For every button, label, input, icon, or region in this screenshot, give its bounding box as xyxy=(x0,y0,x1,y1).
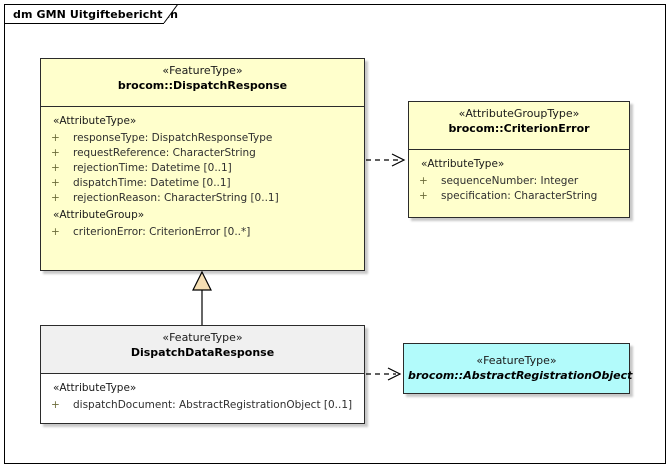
attribute-group-label: «AttributeGroup» xyxy=(53,209,145,221)
attribute-text: requestReference: CharacterString xyxy=(73,147,256,159)
title-tab-slant-icon xyxy=(163,4,179,24)
attribute-text: rejectionReason: CharacterString [0..1] xyxy=(73,192,279,204)
attribute-text: rejectionTime: Datetime [0..1] xyxy=(73,162,232,174)
attribute-visibility: + xyxy=(51,147,60,159)
attribute-row: + sequenceNumber: Integer xyxy=(409,174,629,189)
class-stereotype: «FeatureType» xyxy=(476,354,557,367)
attribute-visibility: + xyxy=(419,175,428,187)
attribute-group-label: «AttributeType» xyxy=(421,158,505,170)
attribute-row: + criterionError: CriterionError [0..*] xyxy=(41,225,364,240)
class-header-abstract-registration-object: «FeatureType» brocom::AbstractRegistrati… xyxy=(404,344,633,393)
diagram-title-label: dm GMN Uitgifteberichten xyxy=(13,7,179,21)
attribute-text: dispatchDocument: AbstractRegistrationOb… xyxy=(73,399,353,411)
attribute-text: criterionError: CriterionError [0..*] xyxy=(73,226,251,238)
attribute-row: + responseType: DispatchResponseType xyxy=(41,131,364,146)
class-name: brocom::CriterionError xyxy=(448,122,590,135)
attribute-visibility: + xyxy=(51,399,60,411)
class-stereotype: «FeatureType» xyxy=(162,331,243,344)
attribute-group-label: «AttributeType» xyxy=(53,115,137,127)
attribute-text: dispatchTime: Datetime [0..1] xyxy=(73,177,231,189)
class-box-dispatch-response[interactable]: «FeatureType» brocom::DispatchResponse «… xyxy=(40,58,365,271)
class-stereotype: «FeatureType» xyxy=(162,64,243,77)
attribute-visibility: + xyxy=(51,177,60,189)
attribute-row: + rejectionReason: CharacterString [0..1… xyxy=(41,191,364,206)
attribute-row: + requestReference: CharacterString xyxy=(41,146,364,161)
class-box-abstract-registration-object[interactable]: «FeatureType» brocom::AbstractRegistrati… xyxy=(403,343,633,394)
attribute-text: sequenceNumber: Integer xyxy=(441,175,579,187)
class-body-criterion-error: «AttributeType» + sequenceNumber: Intege… xyxy=(409,150,629,209)
class-header-criterion-error: «AttributeGroupType» brocom::CriterionEr… xyxy=(409,102,629,150)
class-body-dispatch-data-response: «AttributeType» + dispatchDocument: Abst… xyxy=(41,374,364,418)
class-box-criterion-error[interactable]: «AttributeGroupType» brocom::CriterionEr… xyxy=(408,101,630,218)
class-header-dispatch-response: «FeatureType» brocom::DispatchResponse xyxy=(41,59,364,107)
attribute-visibility: + xyxy=(51,162,60,174)
attribute-row: + specification: CharacterString xyxy=(409,189,629,204)
attribute-group-label: «AttributeType» xyxy=(53,382,137,394)
attribute-row: + rejectionTime: Datetime [0..1] xyxy=(41,161,364,176)
attribute-text: responseType: DispatchResponseType xyxy=(73,132,273,144)
class-body-dispatch-response: «AttributeType» + responseType: Dispatch… xyxy=(41,107,364,245)
class-box-dispatch-data-response[interactable]: «FeatureType» DispatchDataResponse «Attr… xyxy=(40,325,365,424)
class-header-dispatch-data-response: «FeatureType» DispatchDataResponse xyxy=(41,326,364,374)
class-stereotype: «AttributeGroupType» xyxy=(458,107,580,120)
class-name: brocom::AbstractRegistrationObject xyxy=(408,369,633,382)
attribute-text: specification: CharacterString xyxy=(441,190,598,202)
attribute-visibility: + xyxy=(51,192,60,204)
class-name: brocom::DispatchResponse xyxy=(117,79,288,92)
attribute-visibility: + xyxy=(419,190,428,202)
attribute-row: + dispatchDocument: AbstractRegistration… xyxy=(41,398,364,413)
attribute-row: + dispatchTime: Datetime [0..1] xyxy=(41,176,364,191)
attribute-visibility: + xyxy=(51,132,60,144)
attribute-visibility: + xyxy=(51,226,60,238)
diagram-title-tab-body: dm GMN Uitgifteberichten xyxy=(4,4,178,24)
class-name: DispatchDataResponse xyxy=(130,346,275,359)
